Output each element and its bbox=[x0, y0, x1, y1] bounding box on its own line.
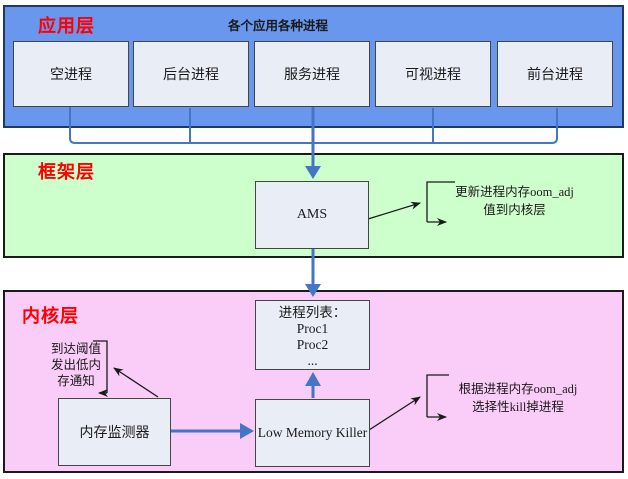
ams-box: AMS bbox=[255, 181, 369, 249]
process-box-foreground: 前台进程 bbox=[497, 41, 613, 107]
process-box-background: 后台进程 bbox=[133, 41, 249, 107]
threshold-callout-line2: 发出低内 bbox=[50, 358, 101, 372]
ams-callout-text: 更新进程内存oom_adj 值到内核层 bbox=[442, 183, 587, 219]
application-layer-label: 应用层 bbox=[38, 16, 95, 36]
process-list-row: Proc2 bbox=[296, 337, 329, 352]
process-box-empty-label: 空进程 bbox=[50, 68, 92, 83]
process-box-empty: 空进程 bbox=[13, 41, 129, 107]
memory-monitor-box: 内存监测器 bbox=[58, 398, 171, 466]
process-list-title: 进程列表： bbox=[278, 305, 347, 320]
process-list-row: Proc1 bbox=[296, 321, 329, 336]
memory-monitor-label: 内存监测器 bbox=[79, 426, 150, 441]
kernel-layer-label: 内核层 bbox=[22, 306, 79, 326]
process-list-box: 进程列表： Proc1 Proc2 ... bbox=[255, 300, 370, 370]
process-box-service: 服务进程 bbox=[254, 41, 370, 107]
low-memory-killer-box: Low Memory Killer bbox=[255, 399, 370, 467]
threshold-callout-line3: 存通知 bbox=[57, 374, 95, 388]
process-list-row: ... bbox=[307, 353, 318, 368]
kill-callout-text: 根据进程内存oom_adj 选择性kill掉进程 bbox=[443, 380, 593, 416]
ams-callout-line1: 更新进程内存oom_adj bbox=[455, 185, 574, 199]
process-box-visible: 可视进程 bbox=[375, 41, 491, 107]
threshold-callout-text: 到达阈值 发出低内 存通知 bbox=[42, 341, 110, 389]
kill-callout-line1: 根据进程内存oom_adj bbox=[458, 382, 578, 396]
ams-label: AMS bbox=[296, 207, 328, 222]
low-memory-killer-label: Low Memory Killer bbox=[257, 425, 368, 440]
threshold-callout-line1: 到达阈值 bbox=[50, 342, 101, 356]
kill-callout-line2: 选择性kill掉进程 bbox=[472, 400, 564, 414]
framework-layer-label: 框架层 bbox=[38, 162, 95, 182]
process-box-foreground-label: 前台进程 bbox=[527, 68, 583, 83]
application-layer-title: 各个应用各种进程 bbox=[227, 19, 328, 33]
ams-callout-line2: 值到内核层 bbox=[483, 203, 546, 217]
process-box-visible-label: 可视进程 bbox=[405, 68, 461, 83]
process-box-service-label: 服务进程 bbox=[284, 68, 340, 83]
process-box-background-label: 后台进程 bbox=[163, 68, 219, 83]
